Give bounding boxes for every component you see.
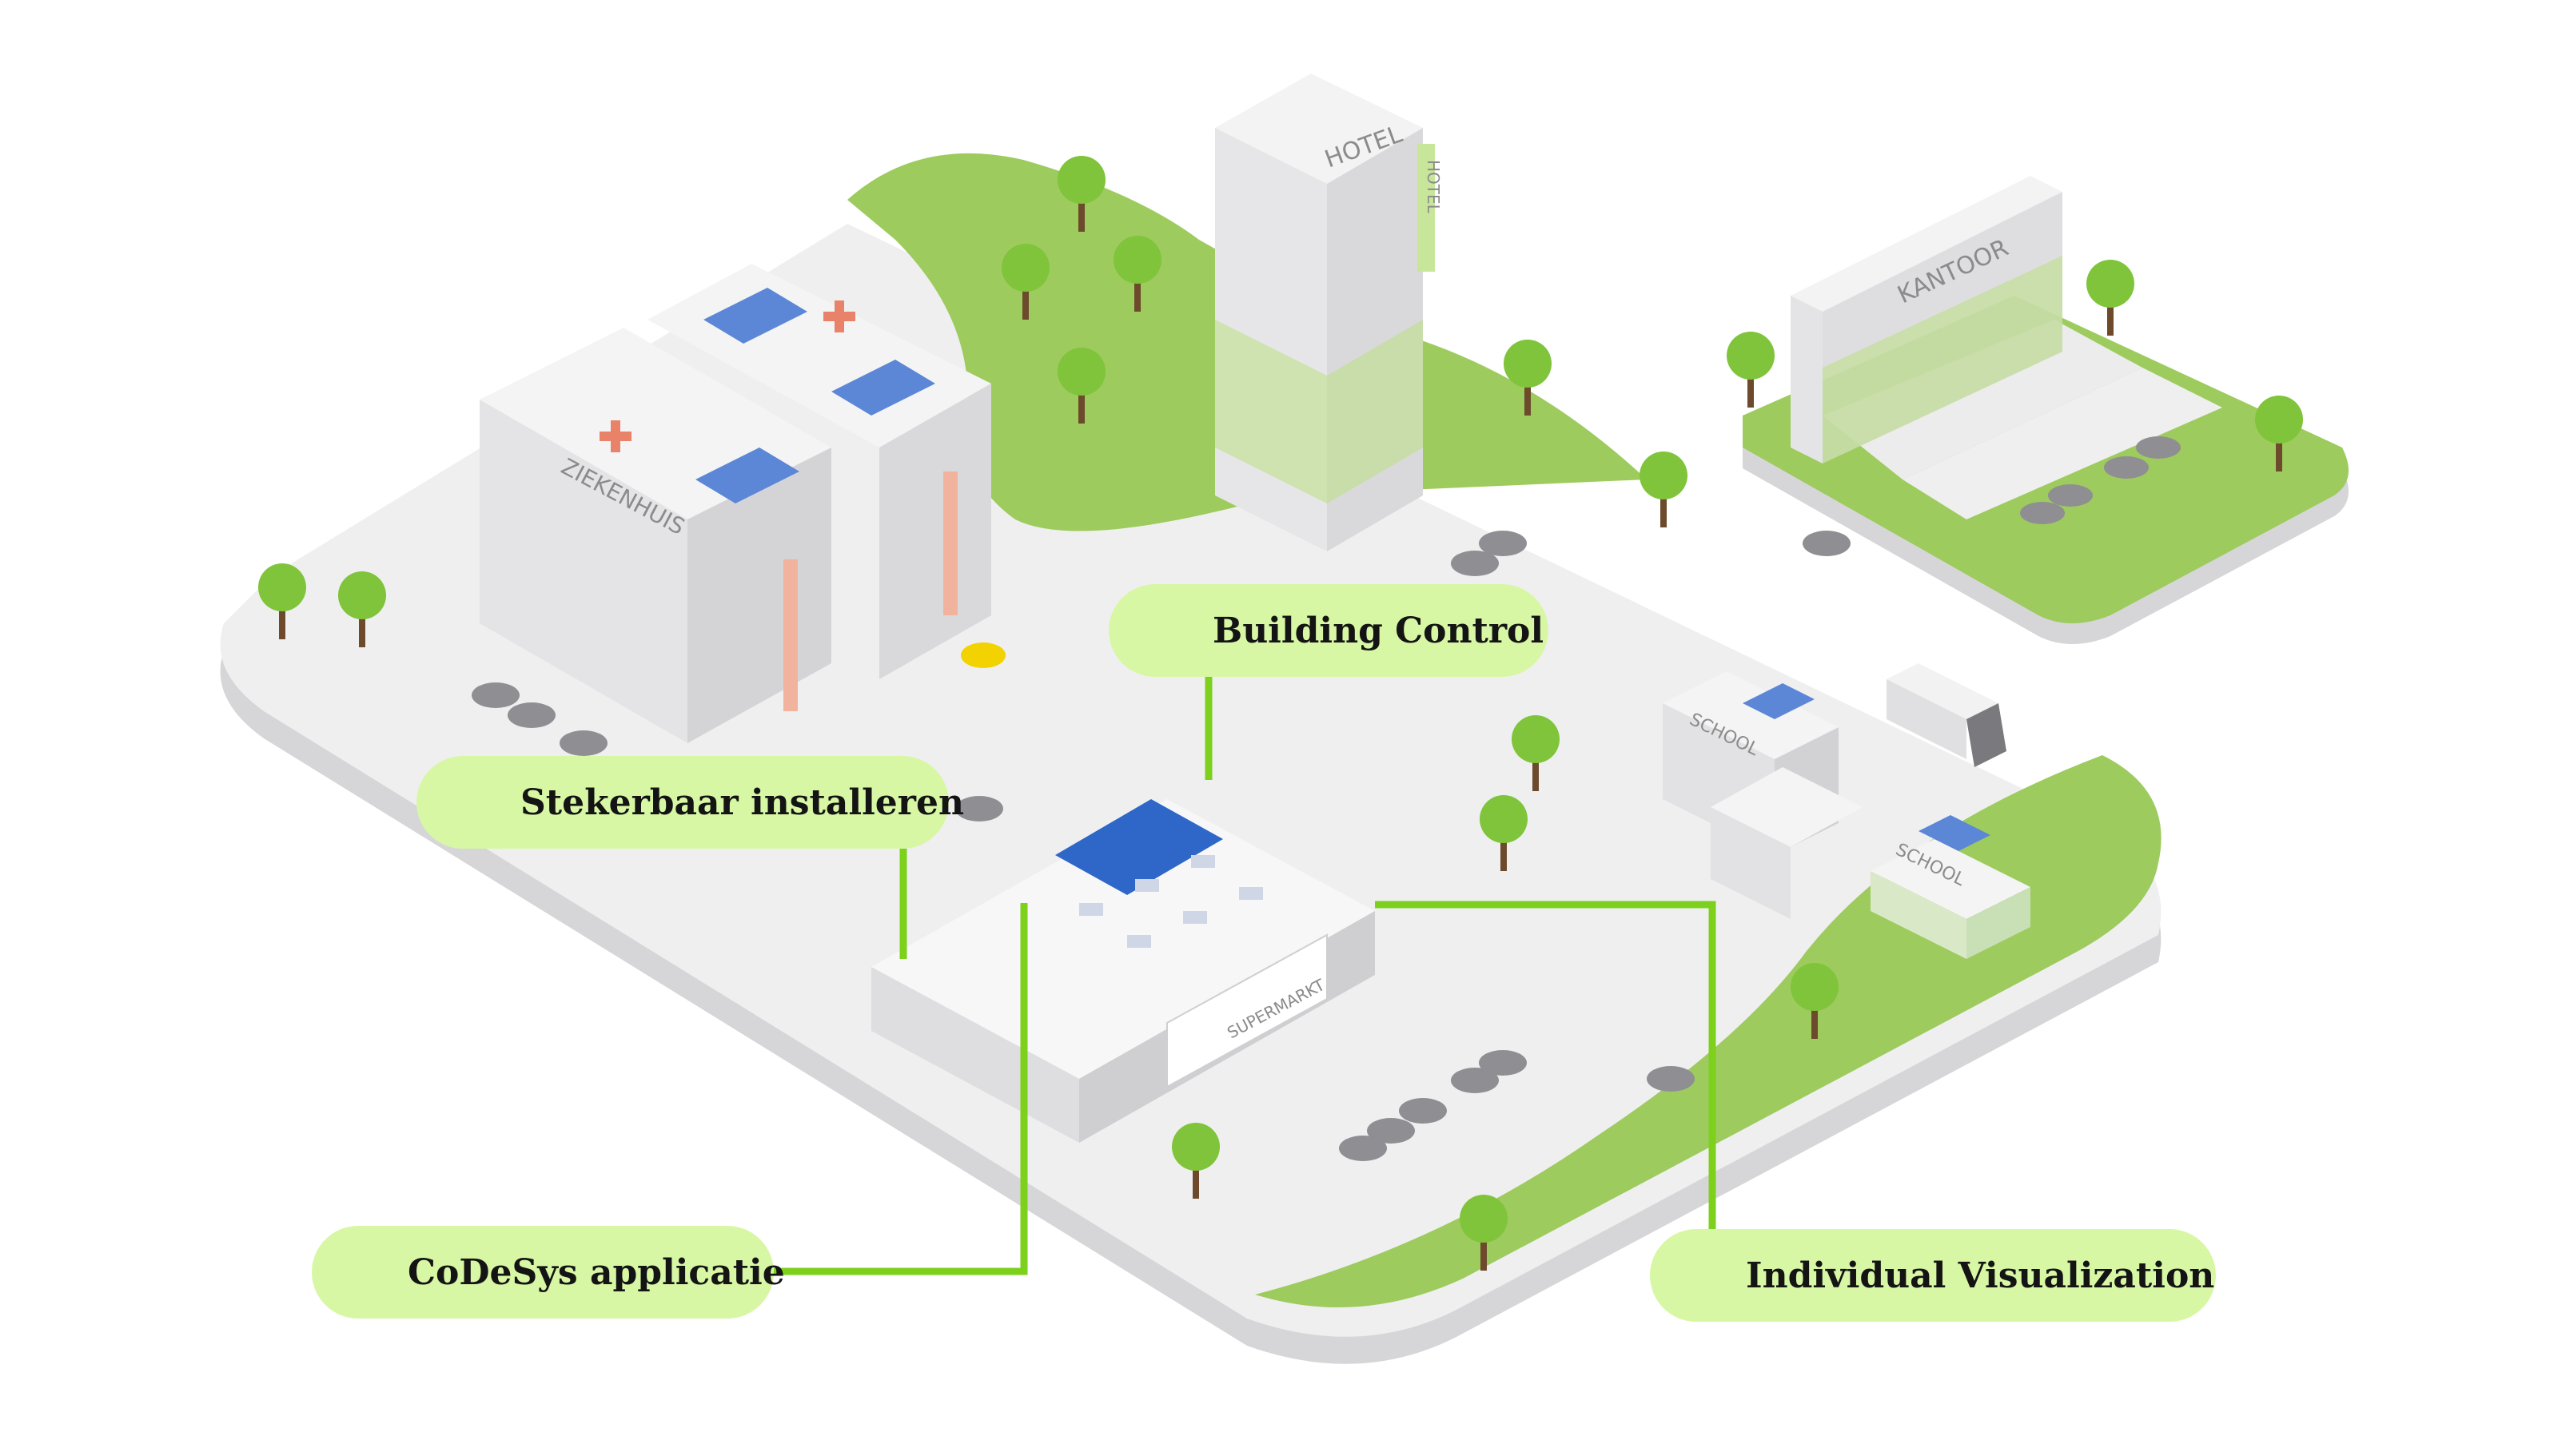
connector-lines bbox=[774, 677, 1716, 1275]
line-visualization bbox=[1375, 901, 1716, 1229]
hospital-building: ZIEKENHUIS bbox=[480, 264, 991, 743]
truck bbox=[1887, 663, 2006, 767]
hotel-building: HOTEL HOTEL bbox=[1215, 74, 1443, 551]
callout-codesys-label: CoDeSys applicatie bbox=[408, 1251, 785, 1293]
line-codesys bbox=[774, 903, 1028, 1275]
callout-building-control-label: Building Control bbox=[1213, 610, 1544, 651]
callout-individual-visualization: Individual Visualization bbox=[1650, 1229, 2216, 1322]
kantoor-building: KANTOOR bbox=[1791, 176, 2062, 463]
callout-building-control: Building Control bbox=[1109, 584, 1548, 677]
hotel-side-sign: HOTEL bbox=[1424, 160, 1443, 214]
callout-stekerbaar-label: Stekerbaar installeren bbox=[520, 782, 964, 823]
callout-visualization-label: Individual Visualization bbox=[1746, 1255, 2215, 1296]
cars bbox=[472, 436, 2181, 1161]
callout-codesys-applicatie: CoDeSys applicatie bbox=[312, 1226, 785, 1319]
school-buildings: SCHOOL SCHOOL bbox=[1663, 671, 2030, 959]
trees bbox=[258, 156, 2303, 1271]
callout-stekerbaar-installeren: Stekerbaar installeren bbox=[416, 756, 964, 849]
